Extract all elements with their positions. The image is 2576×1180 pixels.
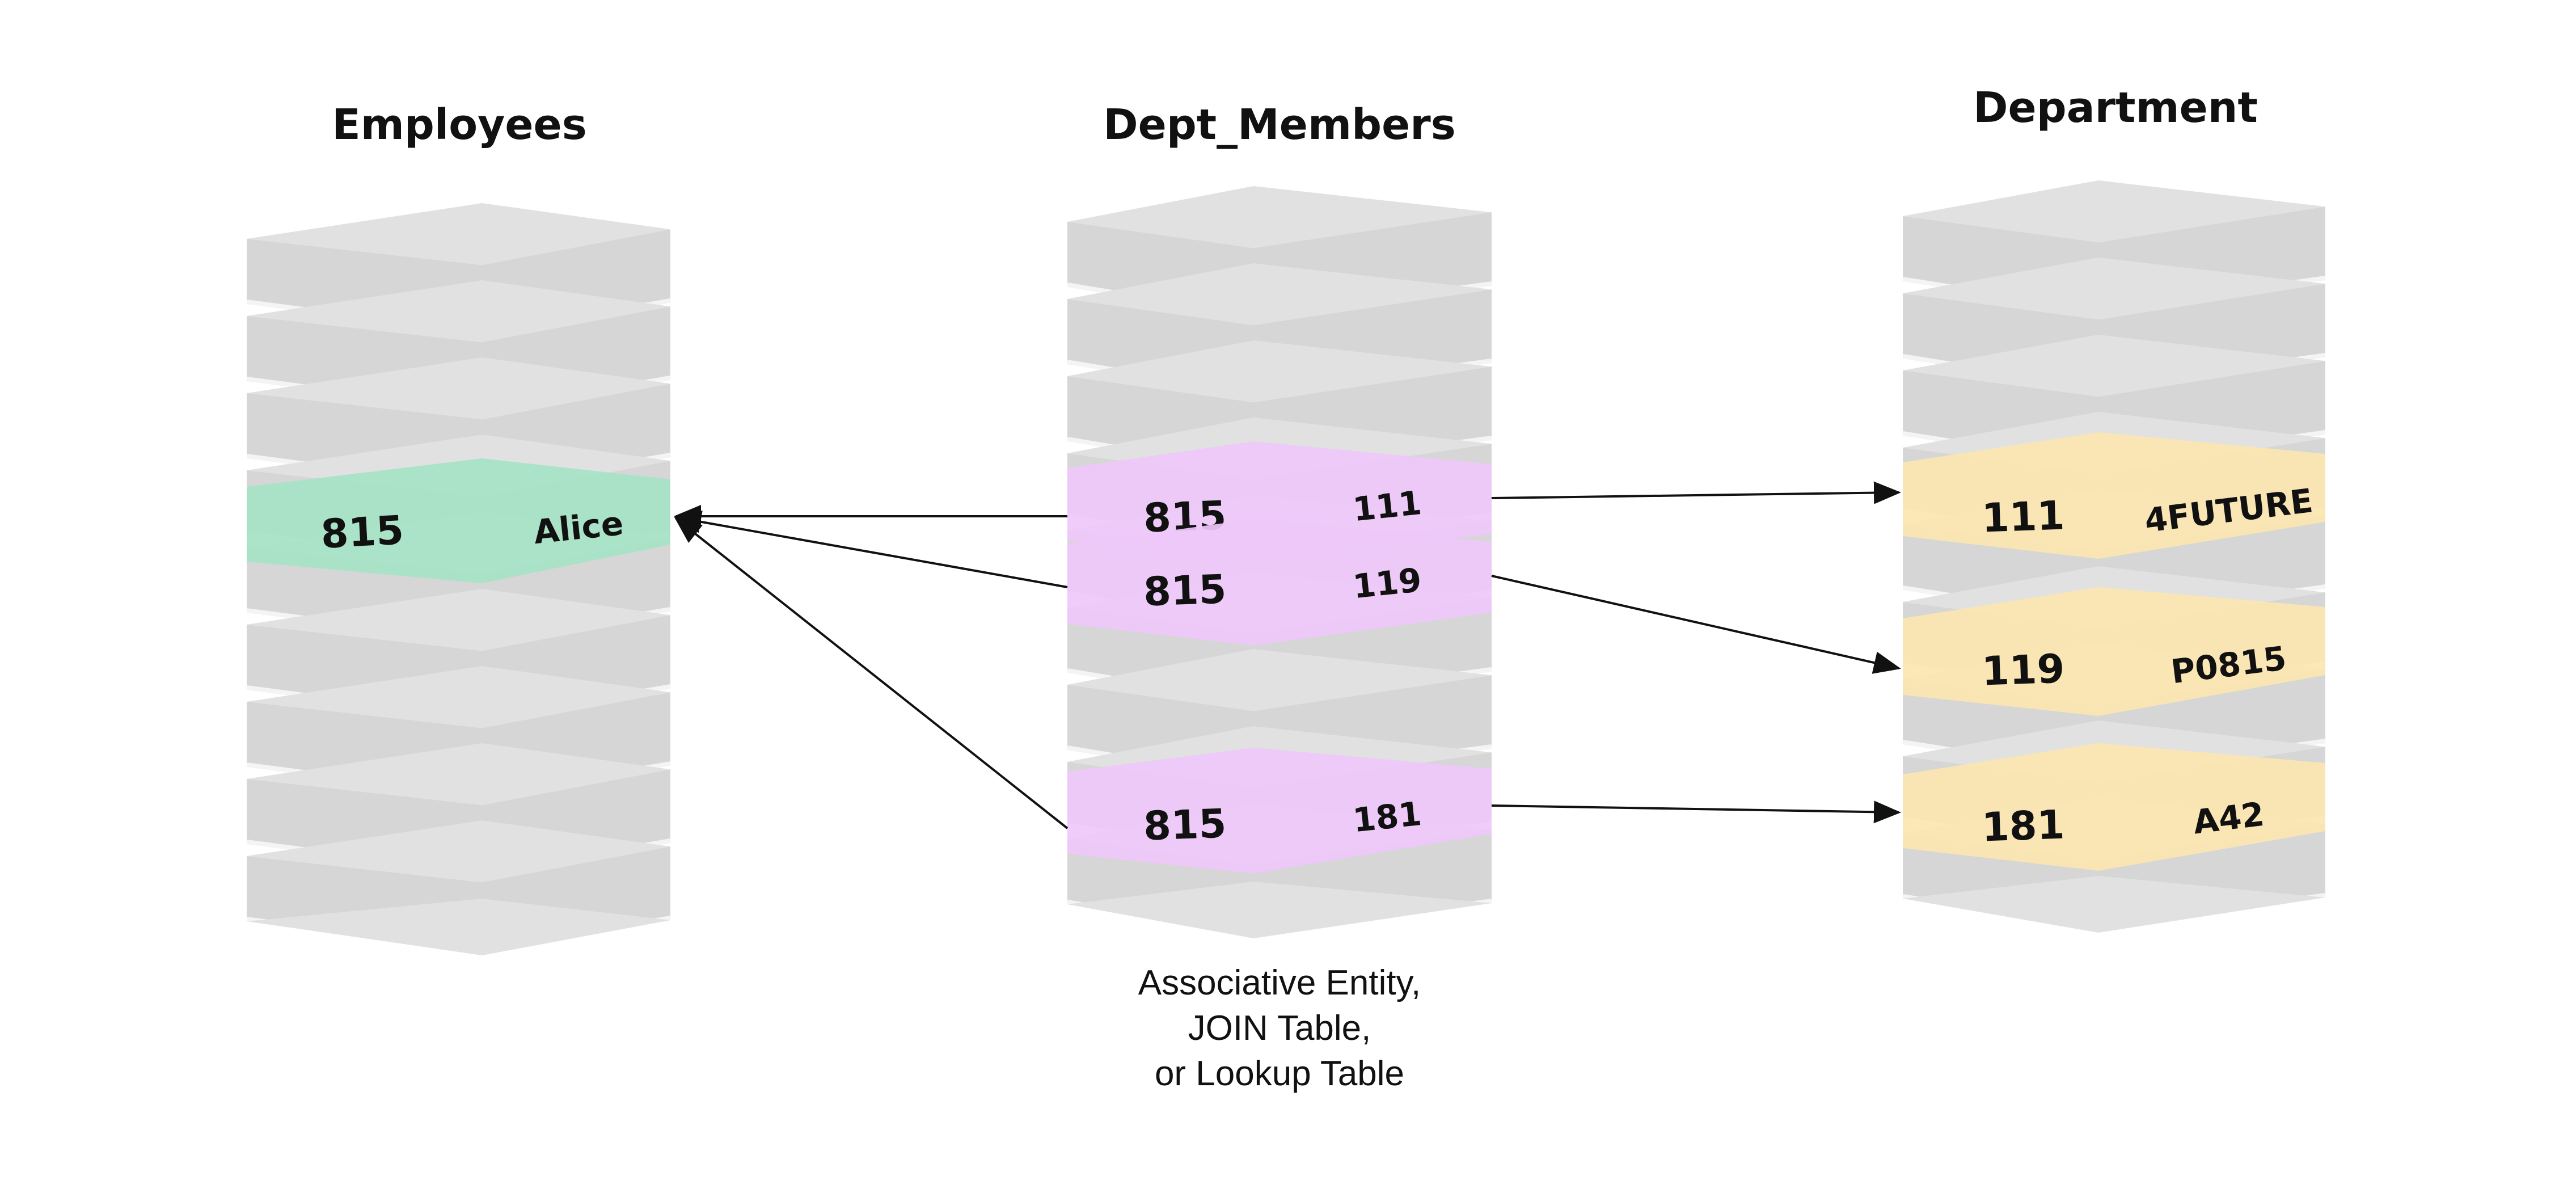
stack-layer-top bbox=[1067, 263, 1492, 326]
caption-line-3: or Lookup Table bbox=[1155, 1054, 1404, 1093]
stack-layer-top bbox=[1067, 340, 1492, 403]
department-row-2: 119 P0815 bbox=[1903, 587, 2325, 716]
stack-layer-top bbox=[1903, 335, 2325, 397]
stack-bottom-cap bbox=[247, 899, 670, 955]
arrow-dept-members-row-1-to-department-row-1 bbox=[1491, 481, 1901, 504]
dept-members-row-2: 815 119 bbox=[1067, 519, 1492, 646]
department-row-1-key: 111 bbox=[1981, 492, 2066, 541]
caption-line-2: JOIN Table, bbox=[1188, 1009, 1371, 1048]
stack-layer-top bbox=[247, 589, 670, 651]
dept-members-row-3-value: 181 bbox=[1351, 794, 1424, 840]
dept-members-row-1-value: 111 bbox=[1351, 483, 1424, 529]
dept-members-row-3: 815 181 bbox=[1067, 748, 1492, 874]
department-row-3-highlight bbox=[1903, 743, 2325, 871]
arrow-dept-members-row-3-to-department-row-3 bbox=[1491, 800, 1901, 824]
department-row-2-key: 119 bbox=[1981, 645, 2066, 694]
department-row-1: 111 4FUTURE bbox=[1903, 432, 2325, 559]
dept-members-row-2-key: 815 bbox=[1143, 566, 1227, 615]
stack-layer-top bbox=[247, 666, 670, 728]
employees-row-value: Alice bbox=[532, 504, 626, 551]
stack-layer-top bbox=[1067, 186, 1492, 248]
caption-line-1: Associative Entity, bbox=[1138, 963, 1421, 1002]
department-row-2-highlight bbox=[1903, 587, 2325, 716]
stack-layer-top bbox=[1903, 258, 2325, 320]
employees-row-highlight bbox=[247, 458, 670, 583]
stack-bottom-cap bbox=[1903, 876, 2325, 933]
dept-members-row-3-highlight bbox=[1067, 748, 1492, 874]
stack-layer-top bbox=[247, 820, 670, 883]
dept-members-row-3-key: 815 bbox=[1143, 800, 1227, 849]
stack-layer-top bbox=[247, 743, 670, 806]
relationship-arrows bbox=[674, 481, 1901, 829]
stack-layer-top bbox=[1903, 180, 2325, 243]
dept-members-caption: Associative Entity, JOIN Table, or Looku… bbox=[1138, 963, 1421, 1093]
employees-row: 815 Alice bbox=[247, 458, 670, 583]
arrow-dept-members-row-3-to-employees bbox=[674, 517, 1069, 829]
department-title: Department bbox=[1973, 83, 2258, 132]
stack-layer-top bbox=[247, 203, 670, 266]
department-row-3-key: 181 bbox=[1981, 801, 2066, 850]
arrow-dept-members-row-2-to-employees bbox=[674, 511, 1068, 588]
dept-members-row-2-value: 119 bbox=[1351, 560, 1424, 606]
employees-row-key: 815 bbox=[320, 507, 405, 558]
stack-layer-top bbox=[247, 280, 670, 343]
dept-members-title: Dept_Members bbox=[1103, 100, 1456, 149]
stack-layer-top bbox=[247, 357, 670, 420]
employees-title: Employees bbox=[332, 100, 587, 149]
stack-layer-top bbox=[1067, 649, 1492, 711]
dept-members-row-2-highlight bbox=[1067, 519, 1492, 646]
department-row-3: 181 A42 bbox=[1903, 743, 2325, 871]
stack-bottom-cap bbox=[1067, 882, 1492, 938]
arrow-dept-members-row-2-to-department-row-2 bbox=[1491, 575, 1901, 674]
department-row-3-value: A42 bbox=[2191, 795, 2266, 842]
department-row-1-highlight bbox=[1903, 432, 2325, 559]
